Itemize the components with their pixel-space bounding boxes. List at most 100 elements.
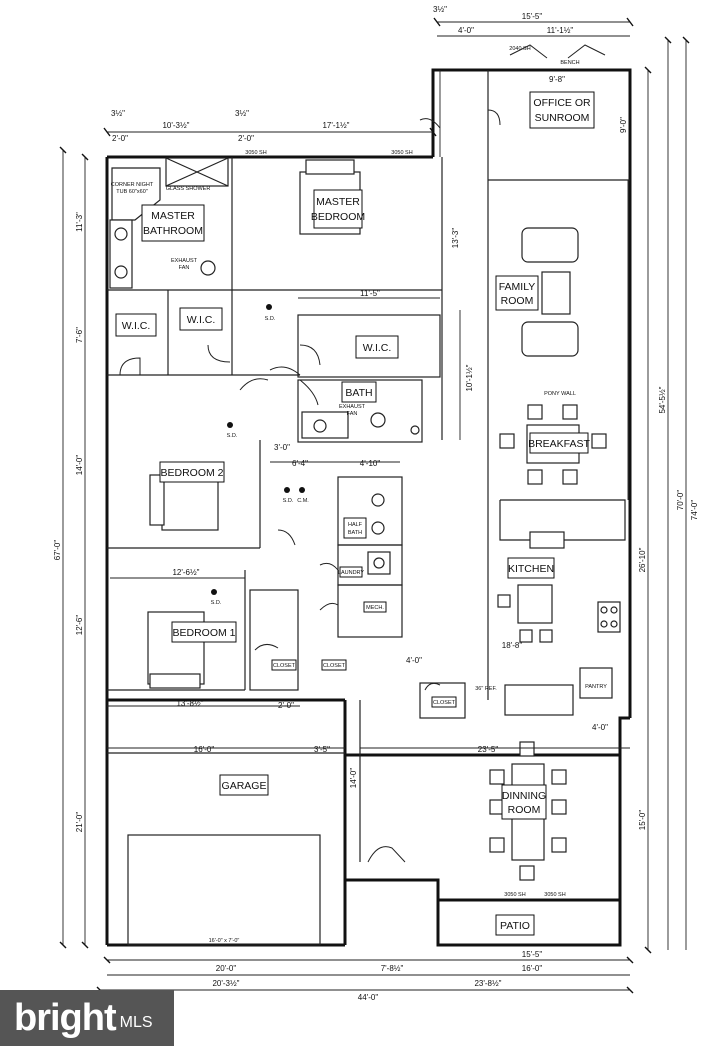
dim-16-0a: 16'-0" [194,745,215,754]
dim-v-11-3: 11'-3" [75,212,84,232]
room-label-dinning-2: ROOM [508,804,541,816]
dim-hall-11-5: 11'-5" [360,289,380,298]
room-label-wic-1: W.I.C. [122,320,151,332]
dim-w-3-5b: 3½" [235,109,249,118]
dim-13-8: 13'-8½" [176,699,203,708]
room-label-family-2: ROOM [501,295,534,307]
room-label-patio: PATIO [500,920,530,932]
label-bench: BENCH [560,60,579,66]
room-label-office-2: SUNROOM [535,112,590,124]
label-closet-a: CLOSET [273,663,296,669]
dim-12-6: 12'-6½" [172,568,199,577]
label-closet-c: CLOSET [433,700,456,706]
dim-top-4-0: 4'-0" [458,26,474,35]
room-label-dinning-1: DINNING [502,790,546,802]
door-swings [119,44,606,863]
watermark-suffix: MLS [119,1014,153,1031]
dim-v-70-0: 70'-0" [676,490,685,511]
room-label-master-bedroom-2: BEDROOM [311,211,365,223]
dim-v-13-3: 13'-3" [451,228,460,249]
room-label-kitchen: KITCHEN [508,563,554,575]
dim-14-0: 14'-0" [349,768,358,789]
dim-left-2-0b: 2'-0" [238,134,254,143]
dim-v-67-0: 67'-0" [53,540,62,561]
label-sd-3: S.D. [283,498,294,504]
dim-v-12-6: 12'-6" [75,615,84,636]
dimension-text: 15'-5" 4'-0" 11'-1½" 3½" 9'-8" 2'-0" 10'… [53,5,699,1002]
dim-v-21-0: 21'-0" [75,812,84,833]
dim-v-14-0: 14'-0" [75,455,84,476]
dim-v-54-5: 54'-5½" [658,386,667,413]
label-laundry: LAUNDRY [338,570,365,576]
dim-b-7-8: 7'-8½" [381,964,404,973]
dim-mid-17-1: 17'-1½" [322,121,349,130]
label-sd-1: S.D. [265,316,276,322]
room-label-master-bathroom-2: BATHROOM [143,225,203,237]
dim-v-74-0: 74'-0" [690,500,699,521]
sofa-top [521,227,579,263]
label-half-bath-1: HALF [348,522,363,528]
label-garage-door: 16'-0" x 7'-0" [209,938,240,944]
kitchen-sink [529,531,565,549]
dim-4-10: 4'-10" [360,459,381,468]
label-window-a: 3050 SH [245,150,266,156]
label-sd-4: S.D. [211,600,222,606]
dim-b-15-5: 15'-5" [522,950,543,959]
dim-v-26-10: 26'-10" [638,547,647,572]
label-exhaust-fan-1a: EXHAUST [171,258,198,264]
kitchen-island [517,584,553,624]
label-exhaust-fan-2a: EXHAUST [339,404,366,410]
dim-4-0a: 4'-0" [406,656,422,665]
dim-2-0: 2'-0" [278,701,294,710]
label-half-bath-2: BATH [348,530,362,536]
dim-v-10-1: 10'-1½" [465,364,474,391]
label-corner-tub-2: TUB 60"x60" [116,189,147,195]
label-ref: 36" REF. [475,686,497,692]
dim-office-9-8: 9'-8" [549,75,565,84]
sofa-bottom [521,321,579,357]
dim-b-44-0: 44'-0" [358,993,379,1002]
watermark-brand: bright [14,996,117,1039]
room-label-master-bedroom-1: MASTER [316,196,360,208]
dim-v-15-0: 15'-0" [638,810,647,831]
label-window-e: 2040 SH [509,46,530,52]
label-pony-wall: PONY WALL [544,391,576,397]
dim-3-0: 3'-0" [274,443,290,452]
room-label-bedroom2: BEDROOM 2 [160,467,223,479]
toilet [200,260,216,276]
label-pantry: PANTRY [585,684,607,690]
label-cm: C.M. [297,498,309,504]
coffee-table [541,271,571,315]
dim-v-7-6: 7'-6" [75,327,84,343]
dim-v-9-0: 9'-0" [619,117,628,133]
dim-top-3-4: 3½" [433,5,447,14]
dim-b-20-0: 20'-0" [216,964,237,973]
dim-23-5: 23'-5" [478,745,499,754]
label-sd-2: S.D. [227,433,238,439]
room-label-master-bathroom-1: MASTER [151,210,195,222]
room-label-family-1: FAMILY [499,281,536,293]
label-glass-shower: GLASS SHOWER [166,186,211,192]
dim-w-3-5a: 3½" [111,109,125,118]
label-corner-tub-1: CORNER NIGHT [111,182,154,188]
dimension-lines [59,17,690,994]
label-exhaust-fan-2b: FAN [347,411,358,417]
room-label-bath: BATH [345,387,372,399]
label-exhaust-fan-1b: FAN [179,265,190,271]
label-window-b: 3050 SH [391,150,412,156]
room-label-bedroom1: BEDROOM 1 [172,627,235,639]
dim-top-15-5: 15'-5" [522,12,543,21]
small-labels: BENCH PONY WALL HALF BATH LAUNDRY MECH. … [111,46,607,944]
label-closet-b: CLOSET [323,663,346,669]
room-label-wic-2: W.I.C. [187,314,216,326]
dim-18-8: 18'-8" [502,641,523,650]
dim-left-2-0a: 2'-0" [112,134,128,143]
room-label-wic-3: W.I.C. [363,342,392,354]
dim-b-20-3: 20'-3½" [212,979,239,988]
room-label-garage: GARAGE [222,780,267,792]
dim-3-5: 3'-5" [314,745,330,754]
interior-walls [107,70,630,946]
dim-b-16-0: 16'-0" [522,964,543,973]
dim-6-4: 6'-4" [292,459,308,468]
